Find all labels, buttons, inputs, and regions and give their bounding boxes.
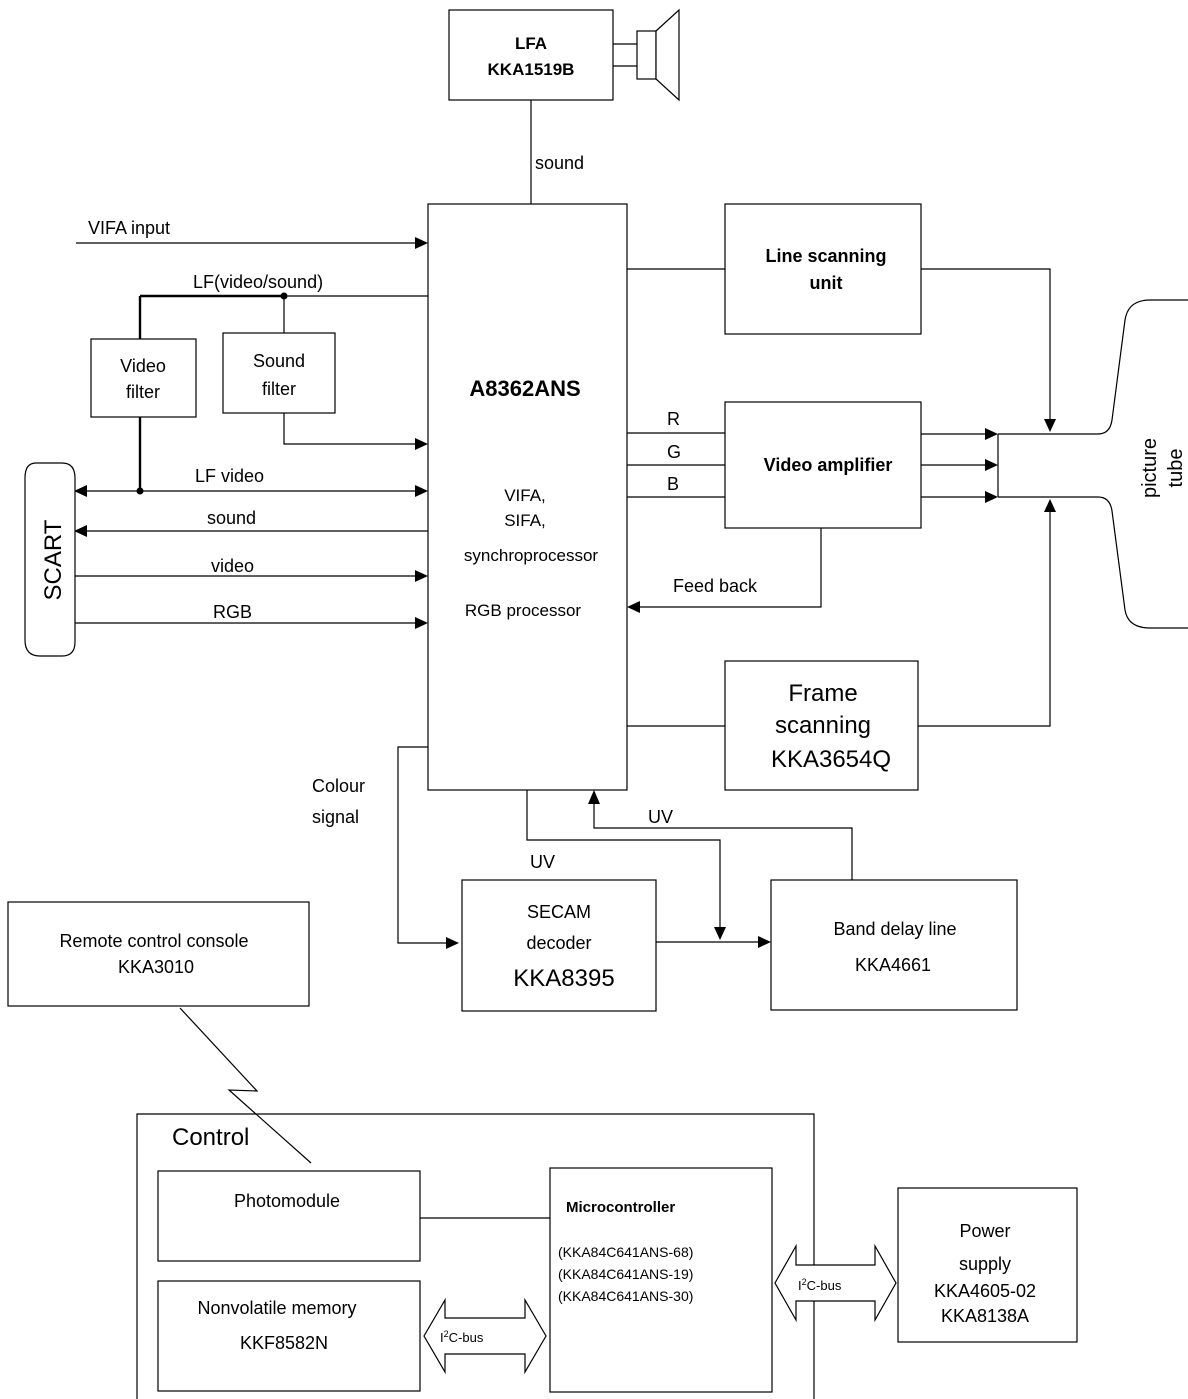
microcontroller-title: Microcontroller: [566, 1199, 675, 1216]
rgb-label: RGB: [213, 602, 252, 622]
main-chip-name: A8362ANS: [469, 376, 580, 401]
picture-tube: picture tube: [997, 299, 1188, 629]
control-label: Control: [172, 1124, 249, 1151]
lf-video-label: LF video: [195, 466, 264, 486]
nvm-line2: KKF8582N: [240, 1333, 328, 1353]
picture-tube-line1: picture: [1139, 438, 1161, 498]
i2c-a-i: I: [440, 1330, 444, 1345]
main-chip-func-3: synchroprocessor: [464, 546, 599, 565]
main-chip-func-2: SIFA,: [504, 511, 546, 530]
main-chip-func-4: RGB processor: [465, 601, 582, 620]
svg-text:I2C-bus: I2C-bus: [798, 1277, 842, 1293]
microcontroller-variant-3: (KKA84C641ANS-30): [558, 1288, 693, 1304]
colour-signal-line2: signal: [312, 807, 359, 827]
photomodule-label: Photomodule: [234, 1191, 340, 1211]
remote-control-block: Remote control console KKA3010: [7, 901, 310, 1007]
power-supply-block: Power supply KKA4605-02 KKA8138A: [897, 1187, 1078, 1343]
lfa-title: LFA: [515, 34, 547, 53]
sound-filter-line1: Sound: [253, 351, 305, 371]
speaker-icon: [613, 8, 680, 102]
line-scanning-line2: unit: [810, 273, 843, 293]
line-scanning-line1: Line scanning: [765, 246, 886, 266]
video-filter-block: Video filter: [90, 338, 197, 418]
secam-line2: decoder: [526, 933, 591, 953]
power-line4: KKA8138A: [941, 1306, 1029, 1326]
g-label: G: [667, 442, 681, 462]
i2c-a-rest: C-bus: [449, 1330, 484, 1345]
colour-signal-line1: Colour: [312, 776, 365, 796]
band-delay-line2: KKA4661: [855, 955, 931, 975]
nvm-line1: Nonvolatile memory: [197, 1298, 356, 1318]
remote-line2: KKA3010: [118, 957, 194, 977]
microcontroller-block: Microcontroller (KKA84C641ANS-68) (KKA84…: [549, 1167, 773, 1393]
band-delay-line-block: Band delay line KKA4661: [770, 879, 1018, 1011]
power-line3: KKA4605-02: [934, 1281, 1036, 1301]
i2c-b-sup: 2: [802, 1277, 807, 1287]
video-filter-line2: filter: [126, 382, 160, 402]
sound-top-label: sound: [535, 153, 584, 173]
feed-back-label: Feed back: [673, 576, 758, 596]
uv-left-label: UV: [530, 852, 555, 872]
i2c-bus-power: I2C-bus: [774, 1243, 897, 1323]
i2c-a-sup: 2: [444, 1329, 449, 1339]
video-amplifier-block: Video amplifier: [724, 401, 922, 529]
frame-scanning-part: KKA3654Q: [771, 746, 891, 773]
sound-filter-line2: filter: [262, 379, 296, 399]
video-filter-line1: Video: [120, 356, 166, 376]
sound-filter-block: Sound filter: [222, 332, 336, 414]
frame-scanning-block: Frame scanning KKA3654Q: [724, 660, 919, 791]
microcontroller-variant-2: (KKA84C641ANS-19): [558, 1266, 693, 1282]
scart-connector: SCART: [24, 462, 76, 657]
vifa-input-label: VIFA input: [88, 218, 170, 238]
video-label: video: [211, 556, 254, 576]
i2c-bus-memory: I2C-bus: [423, 1297, 547, 1375]
main-chip-func-1: VIFA,: [504, 486, 546, 505]
band-delay-line1: Band delay line: [833, 919, 956, 939]
secam-part: KKA8395: [513, 965, 614, 992]
main-chip-block: A8362ANS VIFA, SIFA, synchroprocessor RG…: [427, 203, 628, 791]
i2c-b-rest: C-bus: [807, 1278, 842, 1293]
b-label: B: [667, 474, 679, 494]
uv-top-label: UV: [648, 807, 673, 827]
control-group: Control: [136, 1113, 815, 1399]
secam-decoder-block: SECAM decoder KKA8395: [461, 879, 657, 1012]
power-line2: supply: [959, 1254, 1011, 1274]
scart-label: SCART: [40, 519, 67, 600]
video-amplifier-label: Video amplifier: [764, 455, 893, 475]
frame-scanning-line1: Frame: [788, 680, 857, 707]
i2c-b-i: I: [798, 1278, 802, 1293]
svg-text:I2C-bus: I2C-bus: [440, 1329, 484, 1345]
power-line1: Power: [959, 1221, 1010, 1241]
line-scanning-block: Line scanning unit: [724, 203, 922, 335]
lfa-block: LFA KKA1519B: [448, 9, 614, 101]
remote-line1: Remote control console: [59, 931, 248, 951]
sound-label: sound: [207, 508, 256, 528]
lfa-part: KKA1519B: [488, 60, 575, 79]
photomodule-block: Photomodule: [157, 1170, 421, 1262]
ir-link-icon: [179, 1007, 312, 1164]
frame-scanning-line2: scanning: [775, 712, 871, 739]
r-label: R: [667, 409, 680, 429]
lf-video-sound-label: LF(video/sound): [193, 272, 323, 292]
nonvolatile-memory-block: Nonvolatile memory KKF8582N: [157, 1280, 421, 1392]
microcontroller-variant-1: (KKA84C641ANS-68): [558, 1244, 693, 1260]
picture-tube-line2: tube: [1165, 449, 1187, 488]
secam-line1: SECAM: [527, 902, 591, 922]
